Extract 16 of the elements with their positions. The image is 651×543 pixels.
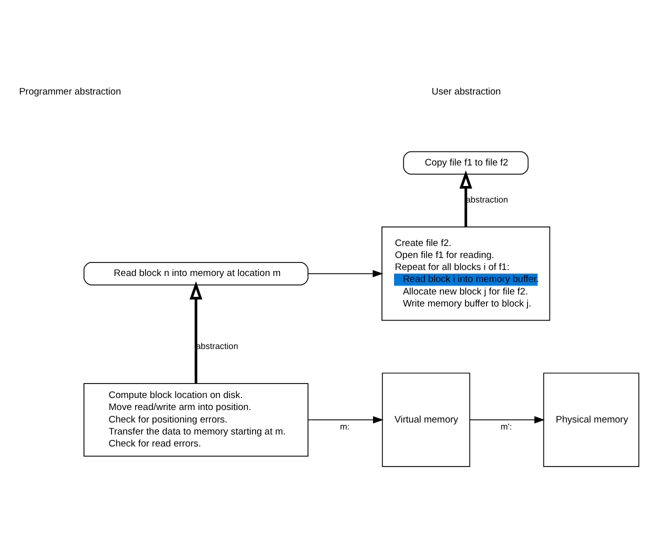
edge-label: m': <box>500 421 512 432</box>
node-box: Copy file f1 to file f2 <box>403 151 529 175</box>
edge-label: abstraction <box>466 194 508 205</box>
node-box: Virtual memory <box>382 372 470 467</box>
label: User abstraction <box>432 86 501 98</box>
edge-label: abstraction <box>196 340 238 351</box>
arrow <box>190 281 202 384</box>
arrow <box>308 270 384 278</box>
node-box: Read block n into memory at location m <box>84 262 308 286</box>
arrow <box>469 416 545 424</box>
label: Programmer abstraction <box>19 86 122 98</box>
arrow <box>308 416 384 424</box>
node-box: Physical memory <box>543 372 640 467</box>
edge-label: m: <box>340 421 350 432</box>
node-box: Compute block location on disk. Move read/write arm into position. Check for positioning errors. Transfer the data to memory starting at m. Check for read errors. <box>84 383 308 457</box>
arrow <box>459 170 472 227</box>
